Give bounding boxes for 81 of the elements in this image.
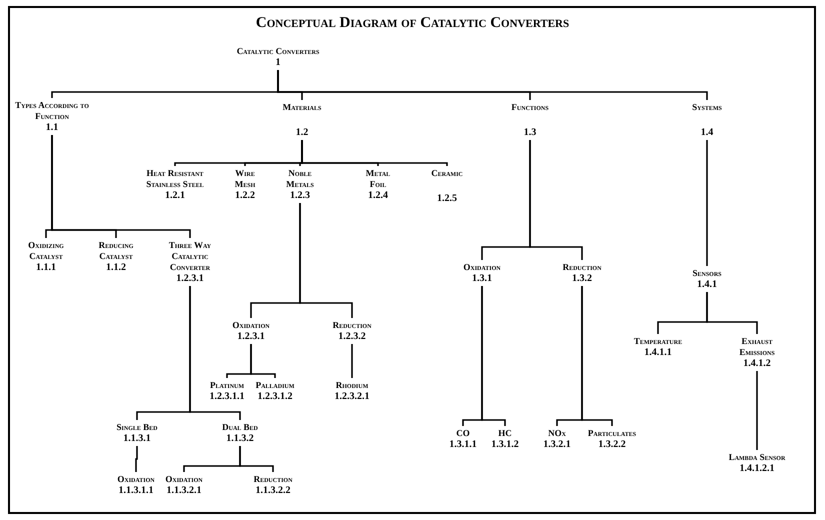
tree-connector <box>581 286 613 426</box>
node-number: 1.4 <box>700 127 714 138</box>
node-number: 1.3.2.2 <box>598 439 626 450</box>
node-number: 1.2.5 <box>437 193 457 204</box>
node-number: 1.1.2 <box>106 262 126 273</box>
node-number: 1.4.1.2.1 <box>740 463 774 474</box>
node-name: Reduction <box>332 320 372 331</box>
node-number: 1.1.1 <box>36 262 56 273</box>
node-name: Oxidation <box>463 262 501 273</box>
node-number: 1.3.2.1 <box>543 439 571 450</box>
tree-connector <box>250 344 276 378</box>
node-name: HC <box>498 428 512 439</box>
tree-connector <box>51 135 191 238</box>
node-number: 1.3.1.1 <box>449 439 477 450</box>
tree-connector <box>135 446 138 472</box>
node-number: 1.3 <box>524 127 536 138</box>
node-name: Reducing Catalyst <box>98 240 134 262</box>
node-number: 1.2.3.2 <box>338 331 366 342</box>
tree-connector <box>529 140 583 260</box>
node-number: 1.2.3.1 <box>176 273 204 284</box>
node-number: 1.2.3.1.2 <box>258 391 292 402</box>
node-name: Platinum <box>210 380 244 391</box>
node-name: Rhodium <box>336 380 368 391</box>
node-number: 1.3.1.2 <box>491 439 519 450</box>
node-name: Lambda Sensor <box>728 452 786 463</box>
node-name: Types According to Function <box>14 100 90 122</box>
node-name: Wire Mesh <box>234 168 256 190</box>
node-number: 1.1.3.2.2 <box>256 485 290 496</box>
node-number: 1.2.1 <box>165 190 185 201</box>
node-number: 1.4.1 <box>697 279 717 290</box>
node-number: 1.1.3.1 <box>123 433 151 444</box>
node-name: Single Bed <box>116 422 158 433</box>
node-number: 1.1.3.2.1 <box>166 485 202 496</box>
node-number: 1.1.3.1.1 <box>118 485 154 496</box>
node-name: Oxidation <box>165 474 203 485</box>
node-name: Reduction <box>562 262 602 273</box>
node-name: Temperature <box>634 336 682 347</box>
node-number: 1.4.1.1 <box>644 347 672 358</box>
node-name: Systems <box>692 102 722 113</box>
node-name: NOx <box>548 428 566 439</box>
title: Conceptual Diagram of Catalytic Converters <box>254 14 570 33</box>
tree-connector <box>299 203 353 318</box>
node-number: 1 <box>276 57 280 68</box>
node-number: 1.1 <box>46 122 58 133</box>
node-number: 1.1.3.2 <box>226 433 254 444</box>
node-name: Catalytic Converters <box>236 46 320 57</box>
node-name: Functions <box>511 102 549 113</box>
tree-connector <box>351 344 353 378</box>
node-number: 1.2.3 <box>290 190 310 201</box>
node-name: Ceramic <box>431 168 463 179</box>
node-name: Sensors <box>692 268 722 279</box>
node-name: Particulates <box>588 428 636 439</box>
node-number: 1.2.2 <box>235 190 255 201</box>
node-number: 1.2.4 <box>368 190 388 201</box>
node-name: Dual Bed <box>222 422 258 433</box>
node-name: Palladium <box>256 380 294 391</box>
tree-connector <box>239 446 274 472</box>
node-name: Heat Resistant Stainless Steel <box>145 168 205 190</box>
node-number: 1.2.3.1 <box>237 331 265 342</box>
tree-connector <box>756 371 758 450</box>
node-name: Metal Foil <box>364 168 392 190</box>
node-name: Oxidation <box>232 320 270 331</box>
node-number: 1.3.1 <box>472 273 492 284</box>
tree-connector <box>481 286 506 426</box>
node-name: Materials <box>282 102 322 113</box>
node-name: Oxidizing Catalyst <box>27 240 65 262</box>
node-name: CO <box>456 428 470 439</box>
node-name: Reduction <box>254 474 292 485</box>
node-name: Exhaust Emissions <box>738 336 776 358</box>
tree-connector <box>277 70 708 100</box>
node-name: Oxidation <box>117 474 155 485</box>
node-number: 1.2.3.2.1 <box>334 391 370 402</box>
node-name: Three Way Catalytic Converter <box>168 240 212 273</box>
node-name: Noble Metals <box>285 168 315 190</box>
tree-connector <box>189 286 241 420</box>
node-number: 1.4.1.2 <box>743 358 771 369</box>
node-number: 1.2 <box>296 127 308 138</box>
tree-connector <box>706 292 758 334</box>
tree-connector <box>706 140 708 266</box>
node-number: 1.3.2 <box>572 273 592 284</box>
node-number: 1.2.3.1.1 <box>210 391 244 402</box>
